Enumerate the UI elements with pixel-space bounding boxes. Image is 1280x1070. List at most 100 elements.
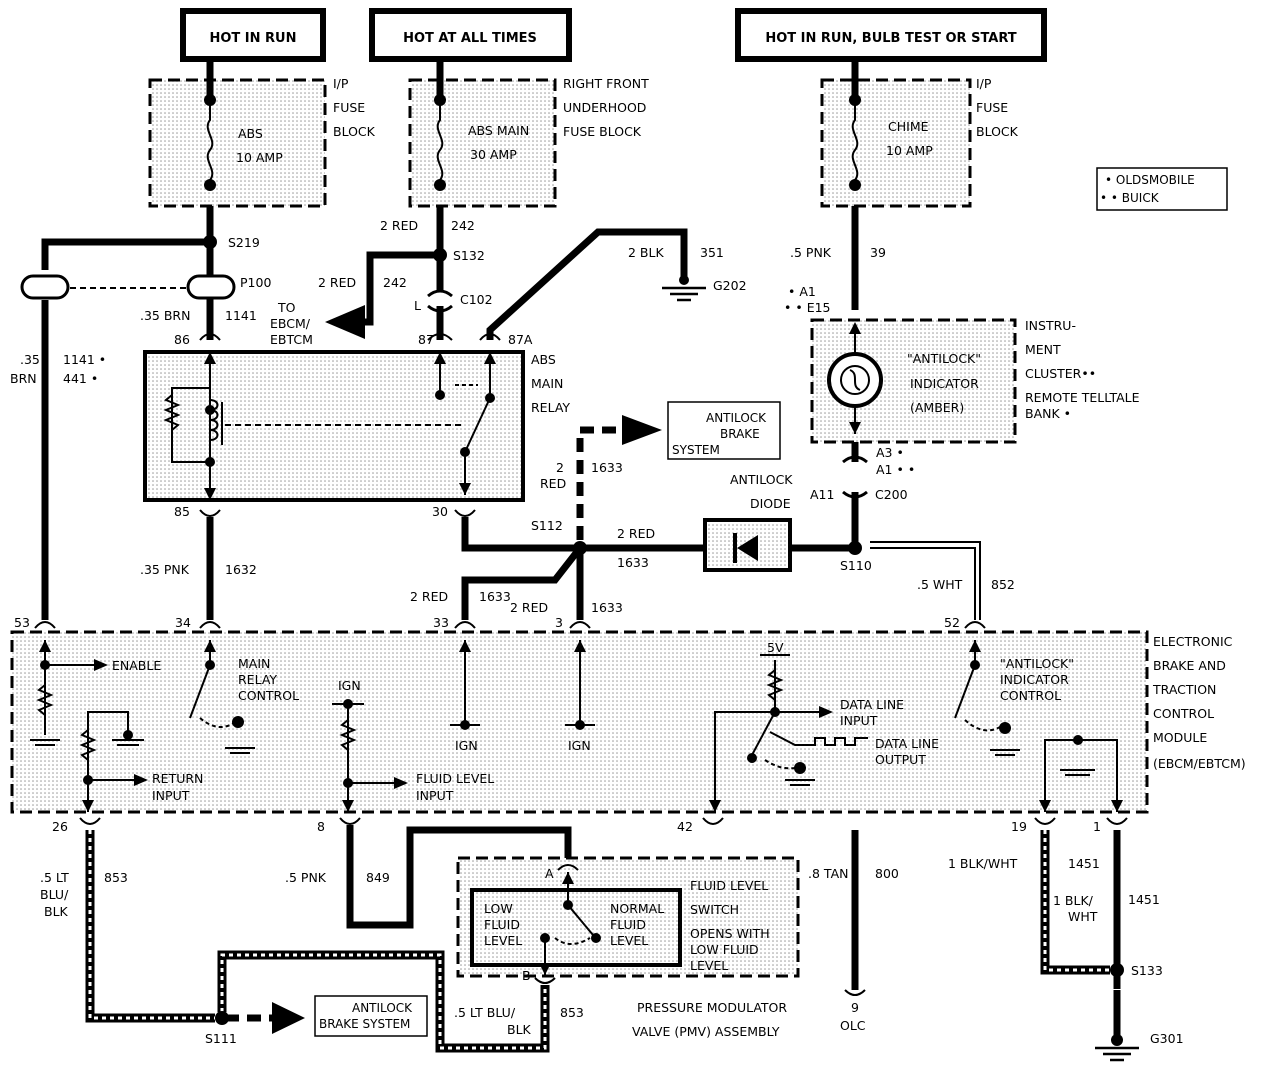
cluster-label-2: MENT <box>1025 342 1061 357</box>
g301-label: G301 <box>1150 1031 1184 1046</box>
cluster-label-5: BANK • <box>1025 406 1071 421</box>
ai-control-1: "ANTILOCK" <box>1000 656 1074 671</box>
wire-1blkwht: 1 BLK/WHT <box>948 856 1018 871</box>
pmv-label-1: PRESSURE MODULATOR <box>637 1000 787 1015</box>
low-fluid-1: LOW <box>484 901 513 916</box>
abs-main-fuse-rating: 30 AMP <box>470 147 517 162</box>
data-line-input-1: DATA LINE <box>840 697 904 712</box>
wire-35brn: .35 BRN <box>140 308 190 323</box>
hot-at-all-times-label: HOT AT ALL TIMES <box>403 31 537 46</box>
g301-dot <box>1111 1034 1123 1046</box>
wire-5pnk-849: .5 PNK <box>285 870 327 885</box>
hot-in-run-bulb-header: HOT IN RUN, BULB TEST OR START <box>735 8 1047 62</box>
pin-a1b: A1 • • <box>876 462 915 477</box>
ip-fuse2-label-3: BLOCK <box>976 124 1019 139</box>
wire-1141: 1141 <box>225 308 257 323</box>
legend-oldsmobile: • OLDSMOBILE <box>1105 173 1195 187</box>
data-line-output-1: DATA LINE <box>875 736 939 751</box>
normal-fluid-1: NORMAL <box>610 901 664 916</box>
c102-label: C102 <box>460 292 493 307</box>
s111-label: S111 <box>205 1031 237 1046</box>
s132-label: S132 <box>453 248 485 263</box>
antilock-diode <box>703 518 792 572</box>
wire-1blk-b: 1 BLK/ <box>1053 893 1094 908</box>
wire-2red-h: 2 RED <box>617 526 655 541</box>
wire-1633-3: 1633 <box>591 600 623 615</box>
wire-2blk: 2 BLK <box>628 245 664 260</box>
module-label-1: ELECTRONIC <box>1153 634 1233 649</box>
pin-42: 42 <box>677 819 693 834</box>
ign-label-2: IGN <box>455 738 478 753</box>
wire-852: 852 <box>991 577 1015 592</box>
pin-a3: A3 • <box>876 445 904 460</box>
underhood-label-2: UNDERHOOD <box>563 100 646 115</box>
abs-box2-line2: BRAKE SYSTEM <box>319 1017 410 1031</box>
wire-blk-b: BLK <box>507 1022 532 1037</box>
return-input-2: INPUT <box>152 788 190 803</box>
pmv-assembly: LOW FLUID LEVEL NORMAL FLUID LEVEL FLUID… <box>456 856 800 984</box>
normal-fluid-3: LEVEL <box>610 933 648 948</box>
abs-fuse-name: ABS <box>238 126 263 141</box>
c200-label: C200 <box>875 487 908 502</box>
ip-fuse-block-2: CHIME 10 AMP <box>820 59 972 208</box>
ebcm-module: ENABLE MAIN RELAY CONTROL IGN IGN IGN RE… <box>10 621 1149 825</box>
cluster-label-4: REMOTE TELLTALE <box>1025 390 1140 405</box>
to-ebcm-3: EBTCM <box>270 332 313 347</box>
module-label-4: CONTROL <box>1153 706 1214 721</box>
pin-34: 34 <box>175 615 191 630</box>
module-label-6: (EBCM/EBTCM) <box>1153 756 1246 771</box>
hot-in-run-bulb-label: HOT IN RUN, BULB TEST OR START <box>765 31 1016 46</box>
pin-87a: 87A <box>508 332 533 347</box>
legend-buick: • • BUICK <box>1100 191 1160 205</box>
wire-441-left: 441 • <box>63 371 98 386</box>
p100-connector <box>20 274 236 300</box>
to-ebcm-arrow <box>325 305 365 339</box>
ign-label-1: IGN <box>338 678 361 693</box>
striped-wires <box>85 830 1110 1053</box>
abs-box-line1: ANTILOCK <box>706 411 767 425</box>
wire-5wht: .5 WHT <box>917 577 963 592</box>
wire-5ltblu-b: .5 LT BLU/ <box>454 1005 516 1020</box>
module-label-5: MODULE <box>1153 730 1207 745</box>
hot-in-run-label: HOT IN RUN <box>209 31 296 46</box>
wire-242b: 242 <box>383 275 407 290</box>
ip-fuse-label-2: FUSE <box>333 100 365 115</box>
pin-e15: • • E15 <box>784 300 831 315</box>
underhood-label-1: RIGHT FRONT <box>563 76 649 91</box>
pin-b: B <box>522 968 531 983</box>
wire-35-left: .35 <box>20 352 40 367</box>
to-ebcm-1: TO <box>277 300 296 315</box>
s112-dot <box>573 541 587 555</box>
pin-1: 1 <box>1093 819 1101 834</box>
wire-1633-vert: 1633 <box>591 460 623 475</box>
antilock-arrow-bottom <box>272 1002 305 1034</box>
antilock-brake-system-box-2: ANTILOCK BRAKE SYSTEM <box>314 995 428 1037</box>
wire-35pnk: .35 PNK <box>140 562 190 577</box>
wire-8tan: .8 TAN <box>808 866 848 881</box>
underhood-fuse-block: ABS MAIN 30 AMP <box>408 59 557 208</box>
abs-box-line2: BRAKE <box>720 427 760 441</box>
wire-1451a: 1451 <box>1068 856 1100 871</box>
s110-dot <box>848 541 862 555</box>
pin-33: 33 <box>433 615 449 630</box>
main-relay-control-3: CONTROL <box>238 688 299 703</box>
hot-at-all-times-header: HOT AT ALL TIMES <box>369 8 572 62</box>
main-relay-control-1: MAIN <box>238 656 270 671</box>
splice-dots <box>203 235 1124 1046</box>
ground-symbols <box>662 286 1139 1062</box>
pin-26: 26 <box>52 819 68 834</box>
wire-blk: BLK <box>44 904 69 919</box>
v5-label: 5V <box>767 640 784 655</box>
ip-fuse-label-3: BLOCK <box>333 124 376 139</box>
wire-1632: 1632 <box>225 562 257 577</box>
wire-853-b: 853 <box>560 1005 584 1020</box>
pin-19: 19 <box>1011 819 1027 834</box>
low-fluid-2: FLUID <box>484 917 520 932</box>
wire-2-left: 2 <box>556 460 564 475</box>
pin-l: L <box>414 298 421 313</box>
c102-connector <box>427 289 453 313</box>
dashed-wire-paths <box>225 426 1121 1032</box>
data-line-input-2: INPUT <box>840 713 878 728</box>
pin-9: 9 <box>851 1000 859 1015</box>
